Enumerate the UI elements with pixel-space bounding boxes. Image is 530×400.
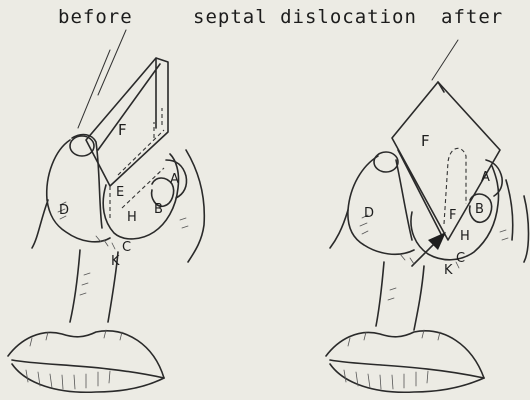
after-cheek-right [506,180,529,262]
before-label-F: F [118,121,127,139]
after-lip-line [330,360,484,378]
before-label-A: A [170,172,179,187]
after-cheek-left [330,210,348,248]
after-label-C: C [456,251,465,266]
after-label-H: H [460,229,470,244]
before-label-E: E [116,185,124,200]
after-label-B: B [475,202,484,217]
before-label-H: H [127,210,137,225]
before-lip-hatching [26,330,122,389]
before-lip-line [12,360,164,378]
after-label-A: A [481,170,490,185]
after-dorsum-line [432,40,458,80]
after-label-F-upper: F [421,132,430,150]
after-nose-drawing [326,40,529,392]
after-column-top [374,152,398,172]
before-upper-lip [8,331,164,378]
before-cheek-left [32,200,48,248]
before-column-top [70,136,94,156]
before-nose-drawing [8,30,204,392]
before-lower-lip [12,364,164,392]
before-label-C: C [122,240,131,255]
after-philtrum [376,262,424,330]
before-lobule-outline [103,154,178,239]
after-lower-lip [330,364,484,392]
before-label-K: K [111,254,120,269]
before-columella-column [72,135,102,228]
after-label-K: K [444,263,453,278]
before-labels: F E H A B D C K [59,121,179,269]
after-plate-edge [398,82,444,236]
after-label-D: D [364,206,374,221]
before-cheek-right [186,150,204,262]
before-label-D: D [59,203,69,218]
after-lip-hatching [344,330,440,389]
before-plate-edge [98,58,160,150]
before-label-B: B [154,202,163,217]
after-label-F-lower: F [449,208,456,223]
before-dorsum-line [78,30,126,128]
